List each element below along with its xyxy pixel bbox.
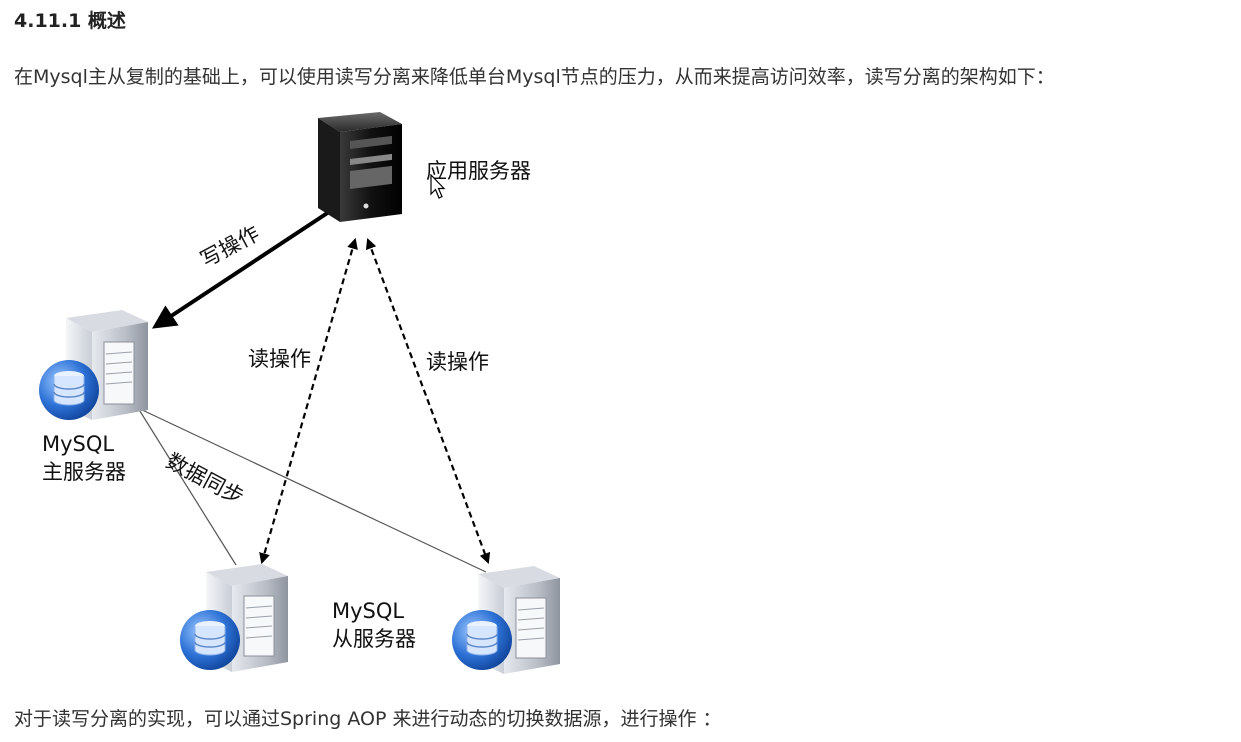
outro-paragraph: 对于读写分离的实现，可以通过Spring AOP 来进行动态的切换数据源，进行操… [14, 708, 722, 730]
slave-label-line1: MySQL [332, 599, 405, 623]
sync-line-slave-left [137, 407, 237, 566]
master-label-line1: MySQL [42, 432, 115, 456]
mouse-cursor-icon [430, 174, 446, 199]
slave-server-right-icon [452, 566, 560, 674]
slave-server-left-icon [180, 564, 288, 672]
write-arrow [151, 204, 340, 329]
master-label-line2: 主服务器 [42, 460, 126, 484]
read-arrow-right [365, 237, 491, 565]
intro-paragraph: 在Mysql主从复制的基础上，可以使用读写分离来降低单台Mysql节点的压力，从… [14, 66, 1055, 88]
read-arrow-left [259, 237, 358, 565]
read-operation-label-right: 读操作 [426, 350, 489, 374]
sync-line-slave-right [137, 407, 487, 573]
app-server-label: 应用服务器 [426, 159, 531, 183]
master-server-icon [39, 310, 148, 420]
slave-label-line2: 从服务器 [332, 627, 416, 651]
read-operation-label-left: 读操作 [248, 347, 311, 371]
section-title: 4.11.1 概述 [14, 10, 126, 32]
application-server-icon [318, 112, 402, 222]
